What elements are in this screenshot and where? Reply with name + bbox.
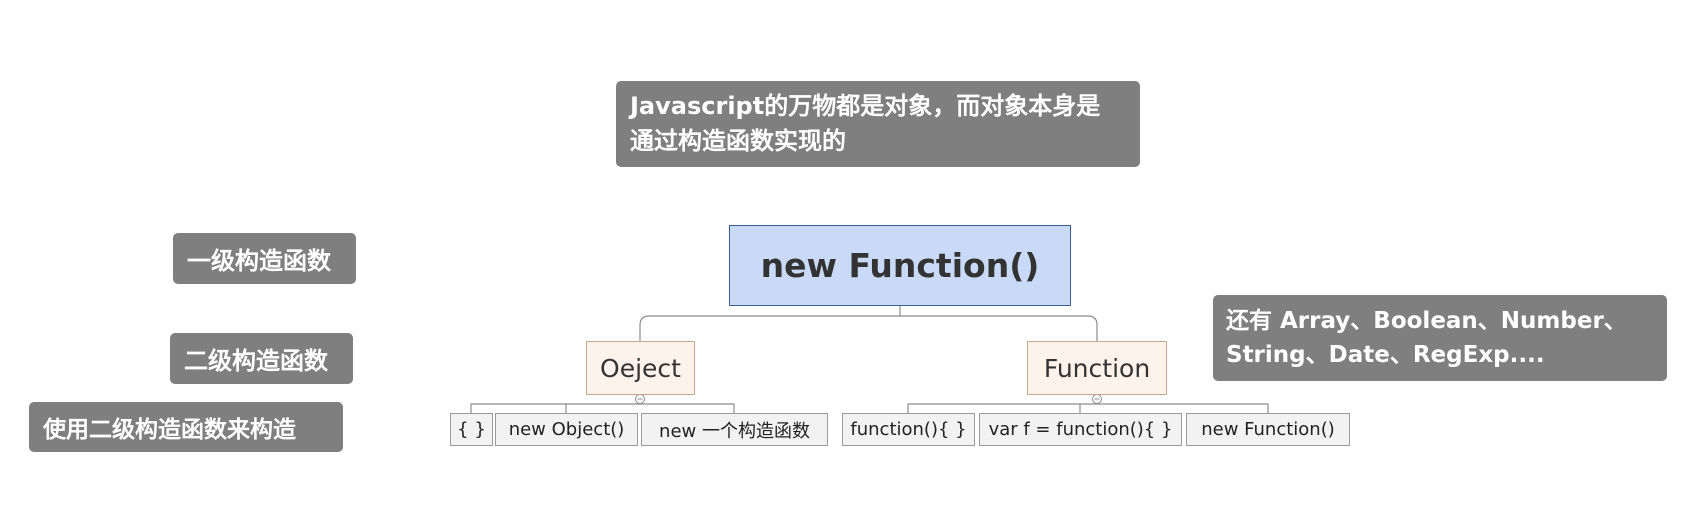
side-note: 还有 Array、Boolean、Number、 String、Date、Reg… (1213, 295, 1667, 381)
leaf-label: new Function() (1201, 419, 1335, 440)
collapse-marker-left[interactable] (635, 394, 645, 404)
root-node-label: new Function() (760, 246, 1040, 285)
level1-label-text: 一级构造函数 (187, 247, 331, 275)
root-connector-left (639, 306, 901, 341)
level1-label: 一级构造函数 (173, 233, 356, 284)
left-leaves-bar (470, 403, 735, 413)
leaf-label: new 一个构造函数 (659, 420, 810, 442)
collapse-marker-right[interactable] (1092, 394, 1102, 404)
root-node[interactable]: new Function() (729, 225, 1071, 306)
leaf-label: function(){ } (850, 419, 967, 440)
leaf-object-literal[interactable]: { } (450, 413, 493, 446)
leaf-new-constructor[interactable]: new 一个构造函数 (641, 413, 828, 446)
leaf-label: var f = function(){ } (988, 419, 1173, 440)
root-connector-right (900, 315, 1098, 341)
leaf-label: new Object() (508, 419, 625, 440)
leaf-label: { } (457, 419, 486, 440)
title-note: Javascript的万物都是对象，而对象本身是 通过构造函数实现的 (616, 81, 1140, 167)
right-leaves-bar (907, 403, 1269, 413)
level2-label: 二级构造函数 (170, 333, 353, 384)
level3-label-text: 使用二级构造函数来构造 (43, 417, 296, 443)
leaf-function-expression[interactable]: var f = function(){ } (979, 413, 1182, 446)
leaf-function-literal[interactable]: function(){ } (842, 413, 975, 446)
level2-label-text: 二级构造函数 (184, 347, 328, 375)
leaf-new-function[interactable]: new Function() (1186, 413, 1350, 446)
title-note-line1: Javascript的万物都是对象，而对象本身是 (630, 92, 1101, 120)
leaf-new-object[interactable]: new Object() (495, 413, 638, 446)
branch-node-object-label: Oeject (600, 353, 681, 383)
branch-node-object[interactable]: Oeject (586, 341, 695, 395)
side-note-line2: String、Date、RegExp.... (1226, 342, 1545, 368)
title-note-line2: 通过构造函数实现的 (630, 127, 846, 155)
branch-node-function[interactable]: Function (1027, 341, 1167, 395)
level3-label: 使用二级构造函数来构造 (29, 402, 343, 452)
side-note-line1: 还有 Array、Boolean、Number、 (1226, 308, 1627, 334)
branch-node-function-label: Function (1043, 353, 1151, 383)
